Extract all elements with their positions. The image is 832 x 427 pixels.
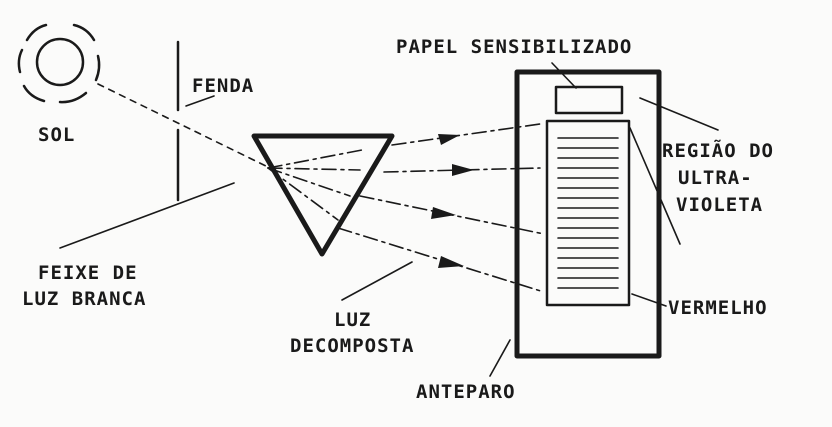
sun-icon — [17, 23, 101, 104]
vermelho-label: VERMELHO — [668, 297, 768, 319]
spectrum-lines — [557, 137, 619, 289]
fenda-leader-line — [185, 95, 215, 107]
anteparo-label: ANTEPARO — [416, 381, 516, 403]
anteparo-leader-line — [489, 339, 511, 377]
inner-ray-3 — [267, 167, 351, 197]
ray-arrow-2 — [452, 164, 474, 176]
feixe-leader-line — [59, 182, 235, 249]
decomposed-rays — [337, 123, 545, 293]
inner-ray-2 — [267, 167, 361, 171]
outgoing-ray-2 — [383, 167, 541, 173]
sun-label: SOL — [38, 124, 75, 146]
inner-ray-1 — [267, 149, 363, 169]
ray-arrow-1 — [438, 134, 460, 145]
uv-edge-leader — [629, 127, 681, 245]
white-light-ray — [97, 83, 271, 169]
vermelho-leader-line — [631, 293, 667, 307]
regiao-leader-line — [639, 97, 719, 131]
feixe-label-line2: LUZ BRANCA — [22, 288, 146, 310]
regiao-label-line1: REGIÃO DO — [662, 138, 774, 162]
papel-label: PAPEL SENSIBILIZADO — [396, 36, 632, 58]
ray-arrow-3 — [431, 207, 456, 219]
regiao-label-line3: VIOLETA — [676, 194, 763, 216]
feixe-label-line1: FEIXE DE — [38, 262, 138, 284]
inner-ray-4 — [267, 167, 339, 221]
luz-label-line1: LUZ — [334, 309, 371, 331]
screen-anteparo — [514, 69, 662, 359]
regiao-label-line2: ULTRA- — [678, 167, 753, 189]
spectrum-band — [545, 119, 631, 307]
ray-arrow-4 — [438, 256, 464, 268]
luz-leader-line — [341, 261, 413, 301]
sensitized-paper — [554, 85, 624, 115]
papel-leader-line — [551, 62, 577, 89]
luz-label-line2: DECOMPOSTA — [290, 335, 414, 357]
fenda-label: FENDA — [192, 75, 254, 97]
outgoing-ray-1 — [391, 123, 541, 146]
prism — [251, 133, 395, 257]
